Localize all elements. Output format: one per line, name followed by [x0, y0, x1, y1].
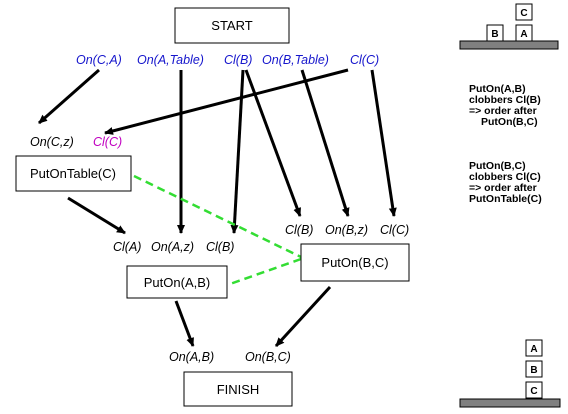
ordering-putonbc-before-putonab — [229, 257, 302, 286]
start-node: START — [174, 7, 290, 44]
block-b-goal-label: B — [530, 365, 537, 376]
block-c-goal — [525, 381, 543, 399]
block-b-goal — [525, 360, 543, 378]
link-clc-to-putonbc-clc — [370, 69, 397, 217]
link-onca-to-oncz — [38, 68, 100, 125]
ordering-constraints — [133, 174, 302, 286]
goal-table — [459, 398, 561, 408]
note2-line4: PutOnTable(C) — [469, 193, 542, 205]
block-c-initial-label: C — [520, 8, 527, 19]
link-putonab-to-onab — [174, 300, 195, 347]
causal-links — [38, 68, 397, 348]
effect-on-c-a: On(C,A) — [76, 53, 122, 67]
note1-line4: PutOn(B,C) — [481, 116, 538, 128]
precond-cl-b-a: Cl(B) — [206, 240, 234, 254]
effect-cl-b: Cl(B) — [224, 53, 252, 67]
put-on-b-c-preconditions: Cl(B) On(B,z) Cl(C) — [285, 223, 409, 237]
effect-on-b-table: On(B,Table) — [262, 53, 329, 67]
precond-on-a-z: On(A,z) — [151, 240, 194, 254]
block-a-goal-label: A — [530, 344, 537, 355]
block-c-initial — [515, 3, 533, 21]
effect-on-a-table: On(A,Table) — [137, 53, 204, 67]
note-clobber-1: PutOn(A,B) clobbers Cl(B) => order after… — [469, 83, 541, 128]
put-on-table-c-preconditions: On(C,z) Cl(C) — [30, 135, 122, 149]
block-b-initial — [486, 24, 504, 42]
initial-table — [459, 40, 559, 50]
goal-state-illustration: A B C — [459, 339, 561, 408]
note1-line3: => order after — [469, 105, 537, 117]
link-clb-to-putonab-clb — [230, 69, 245, 234]
block-a-initial — [515, 24, 533, 42]
note2-line2: clobbers Cl(C) — [469, 171, 541, 183]
block-a-initial-label: A — [520, 29, 527, 40]
finish-preconditions: On(A,B) On(B,C) — [169, 350, 291, 364]
link-putontablec-to-cla — [67, 196, 126, 235]
put-on-b-c-node: PutOn(B,C) — [300, 243, 410, 282]
put-on-a-b-label: PutOn(A,B) — [144, 275, 210, 290]
put-on-a-b-preconditions: Cl(A) On(A,z) Cl(B) — [113, 240, 234, 254]
finish-label: FINISH — [217, 382, 260, 397]
put-on-table-c-node: PutOnTable(C) — [15, 155, 132, 192]
put-on-a-b-node: PutOn(A,B) — [126, 265, 228, 299]
start-effects: On(C,A) On(A,Table) Cl(B) On(B,Table) Cl… — [76, 53, 379, 67]
link-onbtable-to-onbz — [300, 69, 350, 217]
finish-node: FINISH — [183, 371, 293, 407]
note2-line1: PutOn(B,C) — [469, 160, 526, 172]
effect-cl-c: Cl(C) — [350, 53, 379, 67]
note1-line1: PutOn(A,B) — [469, 83, 526, 95]
note-clobber-2: PutOn(B,C) clobbers Cl(C) => order after… — [469, 160, 542, 205]
ordering-putontablec-before-putonbc — [133, 174, 302, 259]
link-putonbc-to-onbc — [274, 285, 332, 348]
note1-line2: clobbers Cl(B) — [469, 94, 541, 106]
note2-line3: => order after — [469, 182, 537, 194]
precond-on-b-c: On(B,C) — [245, 350, 291, 364]
precond-on-a-b: On(A,B) — [169, 350, 214, 364]
start-label: START — [211, 18, 252, 33]
precond-cl-a: Cl(A) — [113, 240, 141, 254]
block-a-goal — [525, 339, 543, 357]
precond-cl-c-clobbered: Cl(C) — [93, 135, 122, 149]
precond-on-c-z: On(C,z) — [30, 135, 74, 149]
block-c-goal-label: C — [530, 386, 537, 397]
initial-state-illustration: B A C — [459, 3, 559, 50]
put-on-table-c-label: PutOnTable(C) — [30, 166, 116, 181]
precond-cl-c-b: Cl(C) — [380, 223, 409, 237]
precond-cl-b-b: Cl(B) — [285, 223, 313, 237]
link-clc-to-putontablec-clc — [104, 68, 349, 135]
put-on-b-c-label: PutOn(B,C) — [321, 255, 388, 270]
precond-on-b-z: On(B,z) — [325, 223, 368, 237]
block-b-initial-label: B — [491, 29, 498, 40]
link-clb-to-putonbc-clb — [244, 69, 302, 217]
